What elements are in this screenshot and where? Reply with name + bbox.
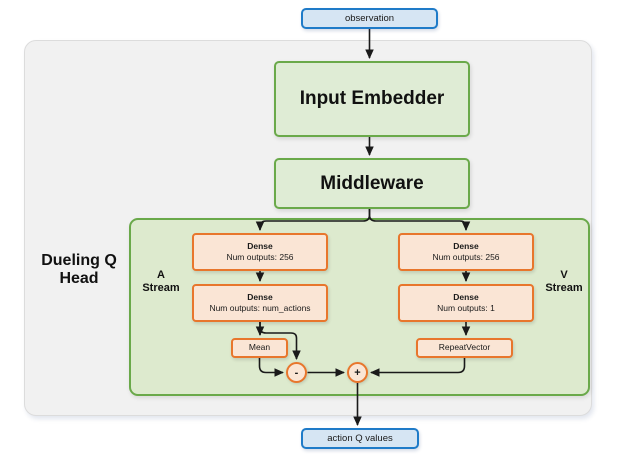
dueling-q-head-label: Dueling Q Head [33, 252, 125, 289]
v-stream-dense-1-subtitle: Num outputs: 256 [432, 252, 500, 262]
v-stream-label: V Stream [538, 269, 590, 294]
middleware-node[interactable]: Middleware [274, 158, 470, 209]
v-stream-dense-2-title: Dense [453, 291, 479, 302]
v-stream-label-line1: V [560, 269, 568, 281]
subtract-operator-node[interactable]: - [286, 362, 307, 383]
mean-node[interactable]: Mean [231, 338, 288, 358]
a-stream-dense-1-subtitle: Num outputs: 256 [226, 252, 294, 262]
observation-node[interactable]: observation [301, 8, 438, 29]
a-stream-label: A Stream [136, 269, 186, 294]
action-q-values-node[interactable]: action Q values [301, 428, 419, 449]
add-operator-node[interactable]: + [347, 362, 368, 383]
a-stream-dense-1-title: Dense [247, 240, 273, 251]
a-stream-dense-2-subtitle: Num outputs: num_actions [209, 303, 311, 313]
dueling-q-head-label-line1: Dueling Q [41, 252, 117, 269]
middleware-label: Middleware [320, 172, 424, 194]
mean-label: Mean [248, 342, 271, 353]
repeat-vector-label: RepeatVector [438, 342, 491, 353]
repeat-vector-node[interactable]: RepeatVector [416, 338, 513, 358]
v-stream-dense-2-node[interactable]: Dense Num outputs: 1 [398, 284, 534, 322]
add-symbol: + [354, 366, 361, 379]
a-stream-dense-2-node[interactable]: Dense Num outputs: num_actions [192, 284, 328, 322]
subtract-symbol: - [294, 366, 299, 379]
v-stream-dense-1-title: Dense [453, 240, 479, 251]
v-stream-dense-1-node[interactable]: Dense Num outputs: 256 [398, 233, 534, 271]
a-stream-label-line1: A [157, 269, 165, 281]
action-q-values-label: action Q values [327, 433, 393, 444]
observation-label: observation [344, 13, 395, 24]
a-stream-dense-1-node[interactable]: Dense Num outputs: 256 [192, 233, 328, 271]
a-stream-dense-2-title: Dense [247, 291, 273, 302]
input-embedder-node[interactable]: Input Embedder [274, 61, 470, 137]
a-stream-label-line2: Stream [142, 281, 180, 294]
dueling-q-head-label-line2: Head [59, 270, 99, 288]
v-stream-label-line2: Stream [545, 281, 583, 294]
v-stream-dense-2-subtitle: Num outputs: 1 [437, 303, 495, 313]
input-embedder-label: Input Embedder [299, 88, 445, 109]
